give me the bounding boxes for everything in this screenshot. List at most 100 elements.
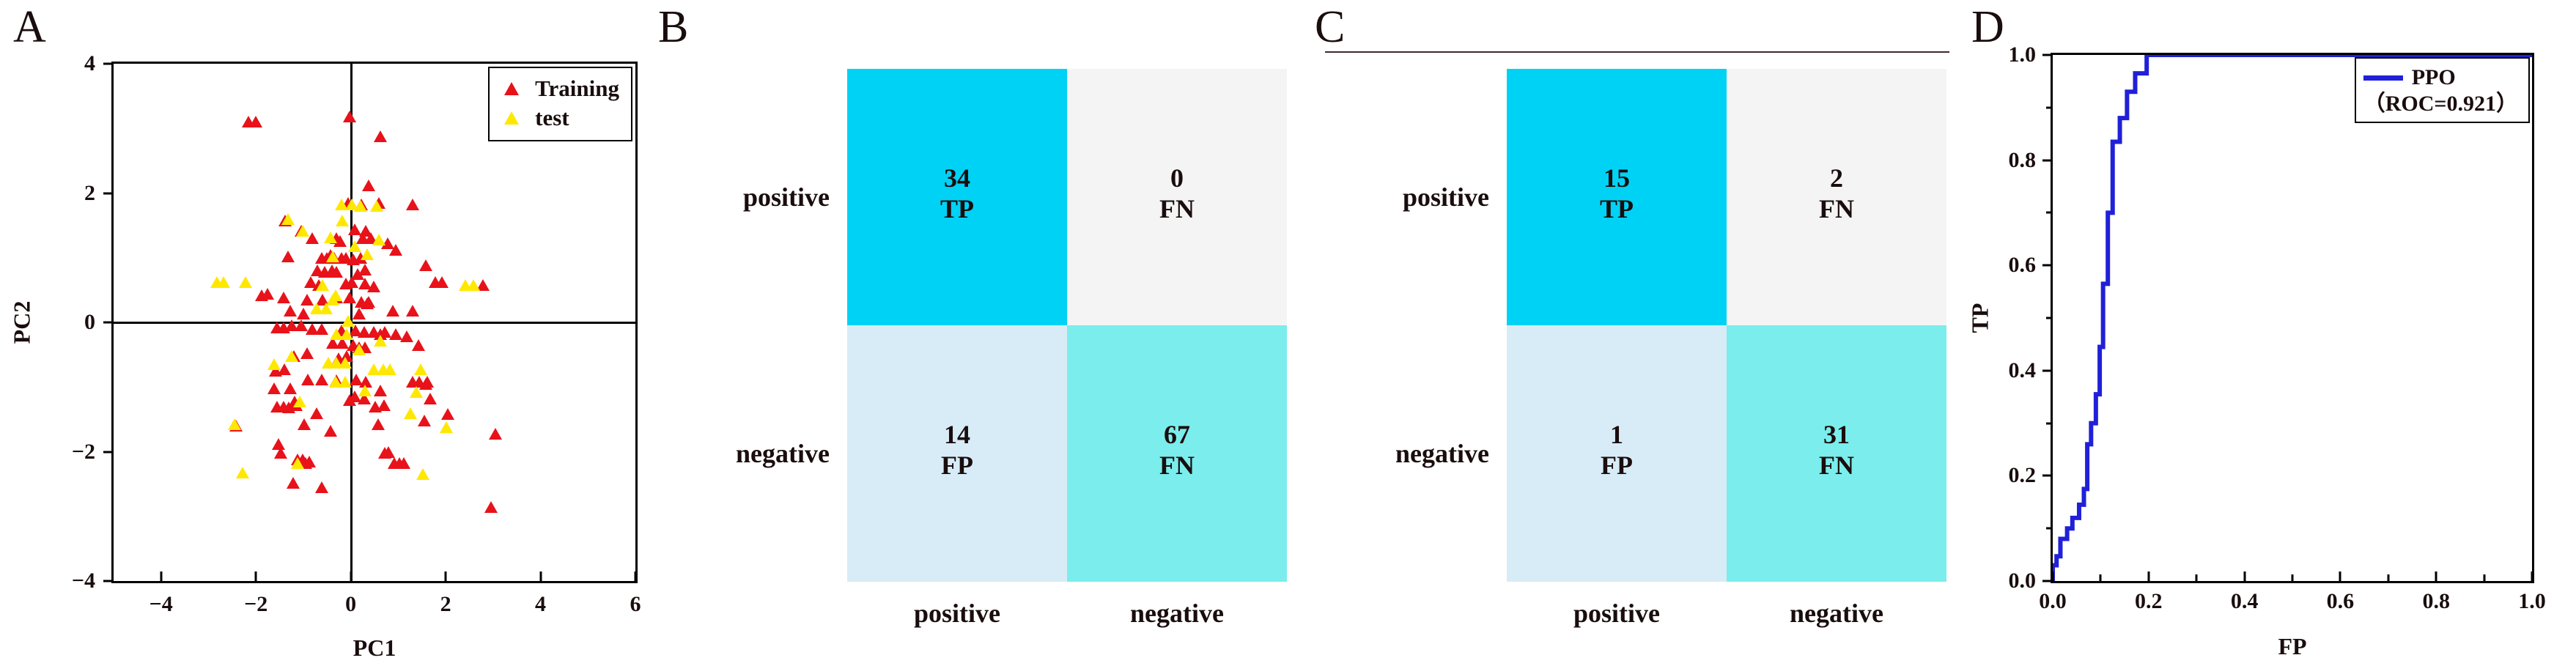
y-tick-mark <box>2042 264 2053 267</box>
matrix-cell-value: 1 <box>1610 420 1623 449</box>
scatter-point-training <box>389 328 403 340</box>
panel-a-y-axis-title: PC2 <box>8 300 35 344</box>
y-minor-tick-mark <box>2046 422 2053 425</box>
scatter-point-test <box>228 418 242 431</box>
scatter-point-training <box>343 292 357 304</box>
legend-label-ppo: PPO <box>2411 65 2456 89</box>
matrix-cell-value: 2 <box>1830 163 1843 193</box>
scatter-point-training <box>377 399 391 411</box>
scatter-point-test <box>338 376 352 388</box>
scatter-point-test <box>409 386 423 399</box>
matrix-column-header: positive <box>1573 599 1661 628</box>
y-tick-label: 0.6 <box>2008 253 2037 278</box>
y-tick-label: 0.2 <box>2008 463 2037 488</box>
y-tick-label: 0 <box>84 310 95 334</box>
scatter-point-test <box>328 289 342 301</box>
scatter-point-training <box>249 116 263 128</box>
legend-label-test: test <box>535 105 569 130</box>
matrix-cell-value: 31 <box>1823 420 1850 449</box>
x-minor-tick-mark <box>2291 574 2294 581</box>
scatter-point-test <box>416 468 430 481</box>
x-tick-mark <box>2051 571 2054 582</box>
y-tick-label: 0.0 <box>2008 569 2037 593</box>
scatter-point-test <box>330 328 344 340</box>
scatter-point-training <box>300 347 314 360</box>
legend-label-roc-value: （ROC=0.921） <box>2363 92 2518 116</box>
y-tick-label: 2 <box>84 180 95 205</box>
panel-d-y-axis-title: TP <box>1966 303 1993 333</box>
scatter-point-test <box>326 250 340 262</box>
matrix-cell-label: TP <box>940 194 974 223</box>
scatter-point-training <box>283 305 297 317</box>
y-tick-mark <box>2042 53 2053 56</box>
x-tick-label: 4 <box>535 592 547 616</box>
x-tick-mark <box>2531 571 2533 582</box>
x-tick-label: 2 <box>440 592 451 616</box>
scatter-point-training <box>294 319 308 332</box>
scatter-point-test <box>291 457 305 470</box>
matrix-cell-value: 67 <box>1164 420 1190 449</box>
scatter-point-training <box>385 305 399 317</box>
x-tick-label: 0.8 <box>2422 589 2450 613</box>
panel-a-legend: Training test <box>488 67 632 141</box>
scatter-point-training <box>273 447 287 459</box>
scatter-point-training <box>296 307 310 319</box>
y-tick-label: −2 <box>71 439 95 464</box>
x-tick-label: 0.2 <box>2135 589 2163 613</box>
matrix-cell-label: FN <box>1819 451 1854 480</box>
scatter-point-training <box>382 445 396 458</box>
x-tick-mark <box>2243 571 2246 582</box>
scatter-point-test <box>315 278 329 291</box>
scatter-point-training <box>347 223 361 235</box>
x-tick-label: 6 <box>630 592 641 616</box>
scatter-point-training <box>281 250 295 262</box>
scatter-point-test <box>414 363 428 375</box>
y-tick-mark <box>103 321 114 324</box>
matrix-column-header: negative <box>1130 599 1224 628</box>
y-tick-mark <box>2042 159 2053 162</box>
scatter-point-training <box>310 407 324 419</box>
scatter-point-test <box>383 363 396 375</box>
matrix-row-header: negative <box>736 439 830 468</box>
x-tick-mark <box>634 571 637 582</box>
scatter-point-training <box>435 276 449 289</box>
x-minor-tick-mark <box>2483 574 2486 581</box>
scatter-point-training <box>314 373 328 385</box>
scatter-point-test <box>340 328 354 340</box>
roc-curve-path <box>2053 55 2532 581</box>
scatter-point-test <box>342 315 355 328</box>
scatter-point-training <box>362 179 376 191</box>
x-tick-mark <box>2339 571 2341 582</box>
scatter-point-training <box>397 457 411 470</box>
legend-item-test: test <box>498 103 619 133</box>
scatter-point-training <box>276 292 290 304</box>
x-tick-mark <box>350 571 353 582</box>
matrix-row-header: positive <box>742 182 830 212</box>
triangle-marker-icon <box>504 111 520 125</box>
matrix-cell-label: FN <box>1159 451 1195 480</box>
x-tick-label: −2 <box>244 592 268 616</box>
matrix-cell-label: FN <box>1819 194 1854 223</box>
matrix-cell-label: FN <box>1159 194 1195 223</box>
y-tick-label: 0.4 <box>2008 358 2037 382</box>
x-tick-mark <box>254 571 257 582</box>
scatter-point-training <box>353 307 366 319</box>
x-minor-tick-mark <box>2387 574 2390 581</box>
scatter-point-test <box>284 349 298 362</box>
scatter-point-test <box>373 334 387 347</box>
scatter-point-training <box>373 384 387 396</box>
scatter-point-test <box>353 200 367 212</box>
scatter-point-training <box>424 393 438 405</box>
scatter-point-test <box>347 240 361 252</box>
panel-d-legend: PPO （ROC=0.921） <box>2354 57 2530 123</box>
scatter-point-training <box>298 418 311 431</box>
scatter-point-test <box>361 248 374 261</box>
x-tick-label: −4 <box>149 592 173 616</box>
y-minor-tick-mark <box>2046 106 2053 109</box>
scatter-point-test <box>238 276 252 289</box>
